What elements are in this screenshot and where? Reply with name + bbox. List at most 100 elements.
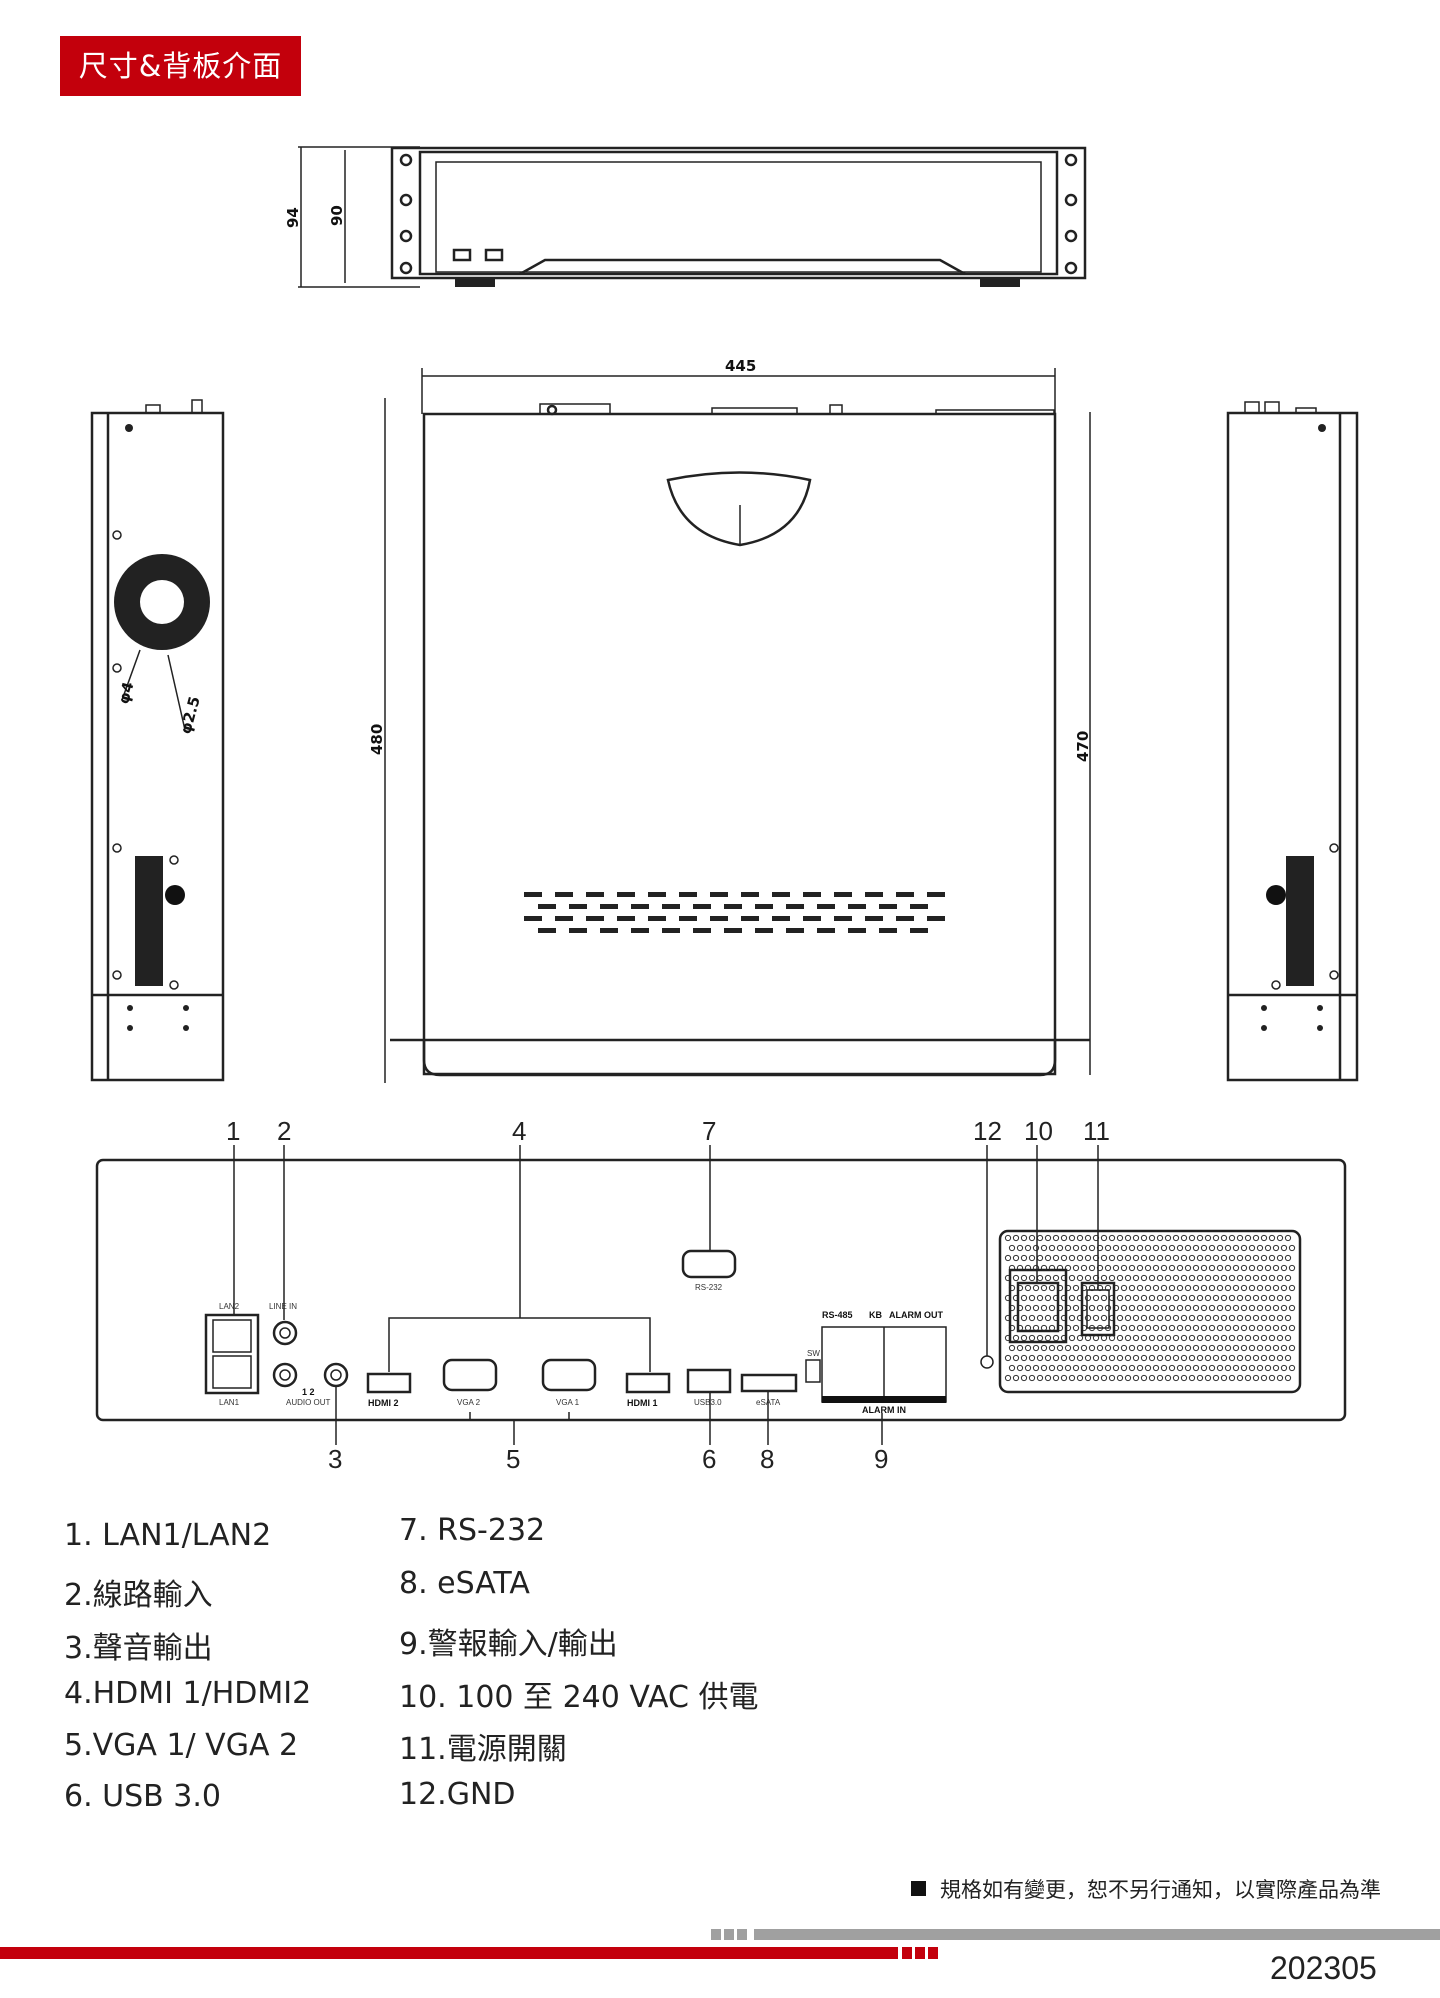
- psu-hole: [1060, 1374, 1068, 1382]
- vent-slot: [679, 892, 697, 897]
- vent-slot: [600, 904, 618, 909]
- psu-hole: [1268, 1334, 1276, 1342]
- psu-hole: [1056, 1244, 1064, 1252]
- callouts-bottom: 3 5 6 8 9: [328, 1444, 888, 1474]
- psu-hole: [1148, 1374, 1156, 1382]
- psu-hole: [1256, 1324, 1264, 1332]
- psu-hole: [1084, 1314, 1092, 1322]
- psu-hole: [1084, 1294, 1092, 1302]
- psu-hole: [1128, 1264, 1136, 1272]
- psu-hole: [1240, 1344, 1248, 1352]
- psu-hole: [1076, 1234, 1084, 1242]
- label-hdmi1: HDMI 1: [627, 1398, 658, 1408]
- psu-hole: [1100, 1294, 1108, 1302]
- label-rs485: RS-485: [822, 1310, 853, 1320]
- psu-hole: [1044, 1254, 1052, 1262]
- psu-hole: [1016, 1364, 1024, 1372]
- psu-hole: [1172, 1274, 1180, 1282]
- vent-slot: [617, 892, 635, 897]
- legend-item-7: 7. RS-232: [399, 1513, 546, 1548]
- psu-hole: [1176, 1344, 1184, 1352]
- vent-slot: [755, 928, 773, 933]
- callout-9: 9: [874, 1444, 888, 1474]
- callouts-top: 1 2 4 7 12 10 11: [226, 1116, 1110, 1146]
- psu-hole: [1024, 1284, 1032, 1292]
- legend-item-2: 2.線路輸入: [64, 1578, 213, 1613]
- psu-hole: [1024, 1344, 1032, 1352]
- psu-hole: [1268, 1234, 1276, 1242]
- psu-hole: [1208, 1264, 1216, 1272]
- psu-hole: [1156, 1374, 1164, 1382]
- psu-hole: [1136, 1364, 1144, 1372]
- psu-hole: [1020, 1234, 1028, 1242]
- psu-hole: [1068, 1274, 1076, 1282]
- psu-hole: [1032, 1284, 1040, 1292]
- psu-hole: [1168, 1344, 1176, 1352]
- psu-hole: [1068, 1254, 1076, 1262]
- psu-hole: [1104, 1244, 1112, 1252]
- legend-item-1: 1. LAN1/LAN2: [64, 1518, 272, 1553]
- vent-slot: [586, 892, 604, 897]
- psu-hole: [1192, 1364, 1200, 1372]
- psu-hole: [1108, 1274, 1116, 1282]
- dim-front-90: 90: [328, 205, 346, 226]
- psu-hole: [1264, 1284, 1272, 1292]
- psu-hole: [1156, 1274, 1164, 1282]
- psu-hole: [1220, 1234, 1228, 1242]
- legend-item-8: 8. eSATA: [399, 1566, 530, 1601]
- psu-hole: [1208, 1364, 1216, 1372]
- psu-hole: [1096, 1344, 1104, 1352]
- psu-hole: [1180, 1234, 1188, 1242]
- psu-hole: [1032, 1244, 1040, 1252]
- legend-item-10: 10. 100 至 240 VAC 供電: [399, 1680, 759, 1715]
- psu-hole: [1200, 1364, 1208, 1372]
- psu-hole: [1052, 1274, 1060, 1282]
- vent-slot: [648, 892, 666, 897]
- psu-hole: [1280, 1364, 1288, 1372]
- psu-hole: [1200, 1324, 1208, 1332]
- psu-hole: [1232, 1264, 1240, 1272]
- psu-hole: [1288, 1264, 1296, 1272]
- callout-8: 8: [760, 1444, 774, 1474]
- psu-hole: [1224, 1244, 1232, 1252]
- psu-hole: [1028, 1274, 1036, 1282]
- psu-hole: [1272, 1344, 1280, 1352]
- psu-hole: [1192, 1344, 1200, 1352]
- psu-hole: [1196, 1254, 1204, 1262]
- psu-hole: [1228, 1374, 1236, 1382]
- psu-hole: [1184, 1244, 1192, 1252]
- psu-hole: [1192, 1264, 1200, 1272]
- psu-hole: [1164, 1374, 1172, 1382]
- psu-hole: [1208, 1344, 1216, 1352]
- psu-hole: [1100, 1354, 1108, 1362]
- psu-hole: [1112, 1344, 1120, 1352]
- top-view: 445 480 470: [368, 357, 1092, 1083]
- right-side-view: [1226, 401, 1359, 1082]
- psu-hole: [1120, 1344, 1128, 1352]
- psu-hole: [1148, 1354, 1156, 1362]
- psu-hole: [1012, 1234, 1020, 1242]
- psu-hole: [1072, 1304, 1080, 1312]
- psu-hole: [1104, 1364, 1112, 1372]
- psu-hole: [1148, 1234, 1156, 1242]
- psu-hole: [1076, 1254, 1084, 1262]
- psu-hole: [1128, 1344, 1136, 1352]
- psu-hole: [1036, 1294, 1044, 1302]
- psu-hole: [1144, 1244, 1152, 1252]
- psu-hole: [1072, 1284, 1080, 1292]
- vent-slot: [896, 892, 914, 897]
- psu-hole: [1260, 1334, 1268, 1342]
- psu-hole: [1152, 1244, 1160, 1252]
- psu-hole: [1132, 1334, 1140, 1342]
- psu-hole: [1116, 1234, 1124, 1242]
- psu-hole: [1136, 1324, 1144, 1332]
- psu-hole: [1048, 1344, 1056, 1352]
- psu-hole: [1264, 1244, 1272, 1252]
- psu-hole: [1064, 1264, 1072, 1272]
- psu-hole: [1144, 1284, 1152, 1292]
- psu-hole: [1212, 1314, 1220, 1322]
- label-alarm-out: ALARM OUT: [889, 1310, 943, 1320]
- psu-hole: [1132, 1374, 1140, 1382]
- psu-hole: [1220, 1274, 1228, 1282]
- psu-hole: [1184, 1364, 1192, 1372]
